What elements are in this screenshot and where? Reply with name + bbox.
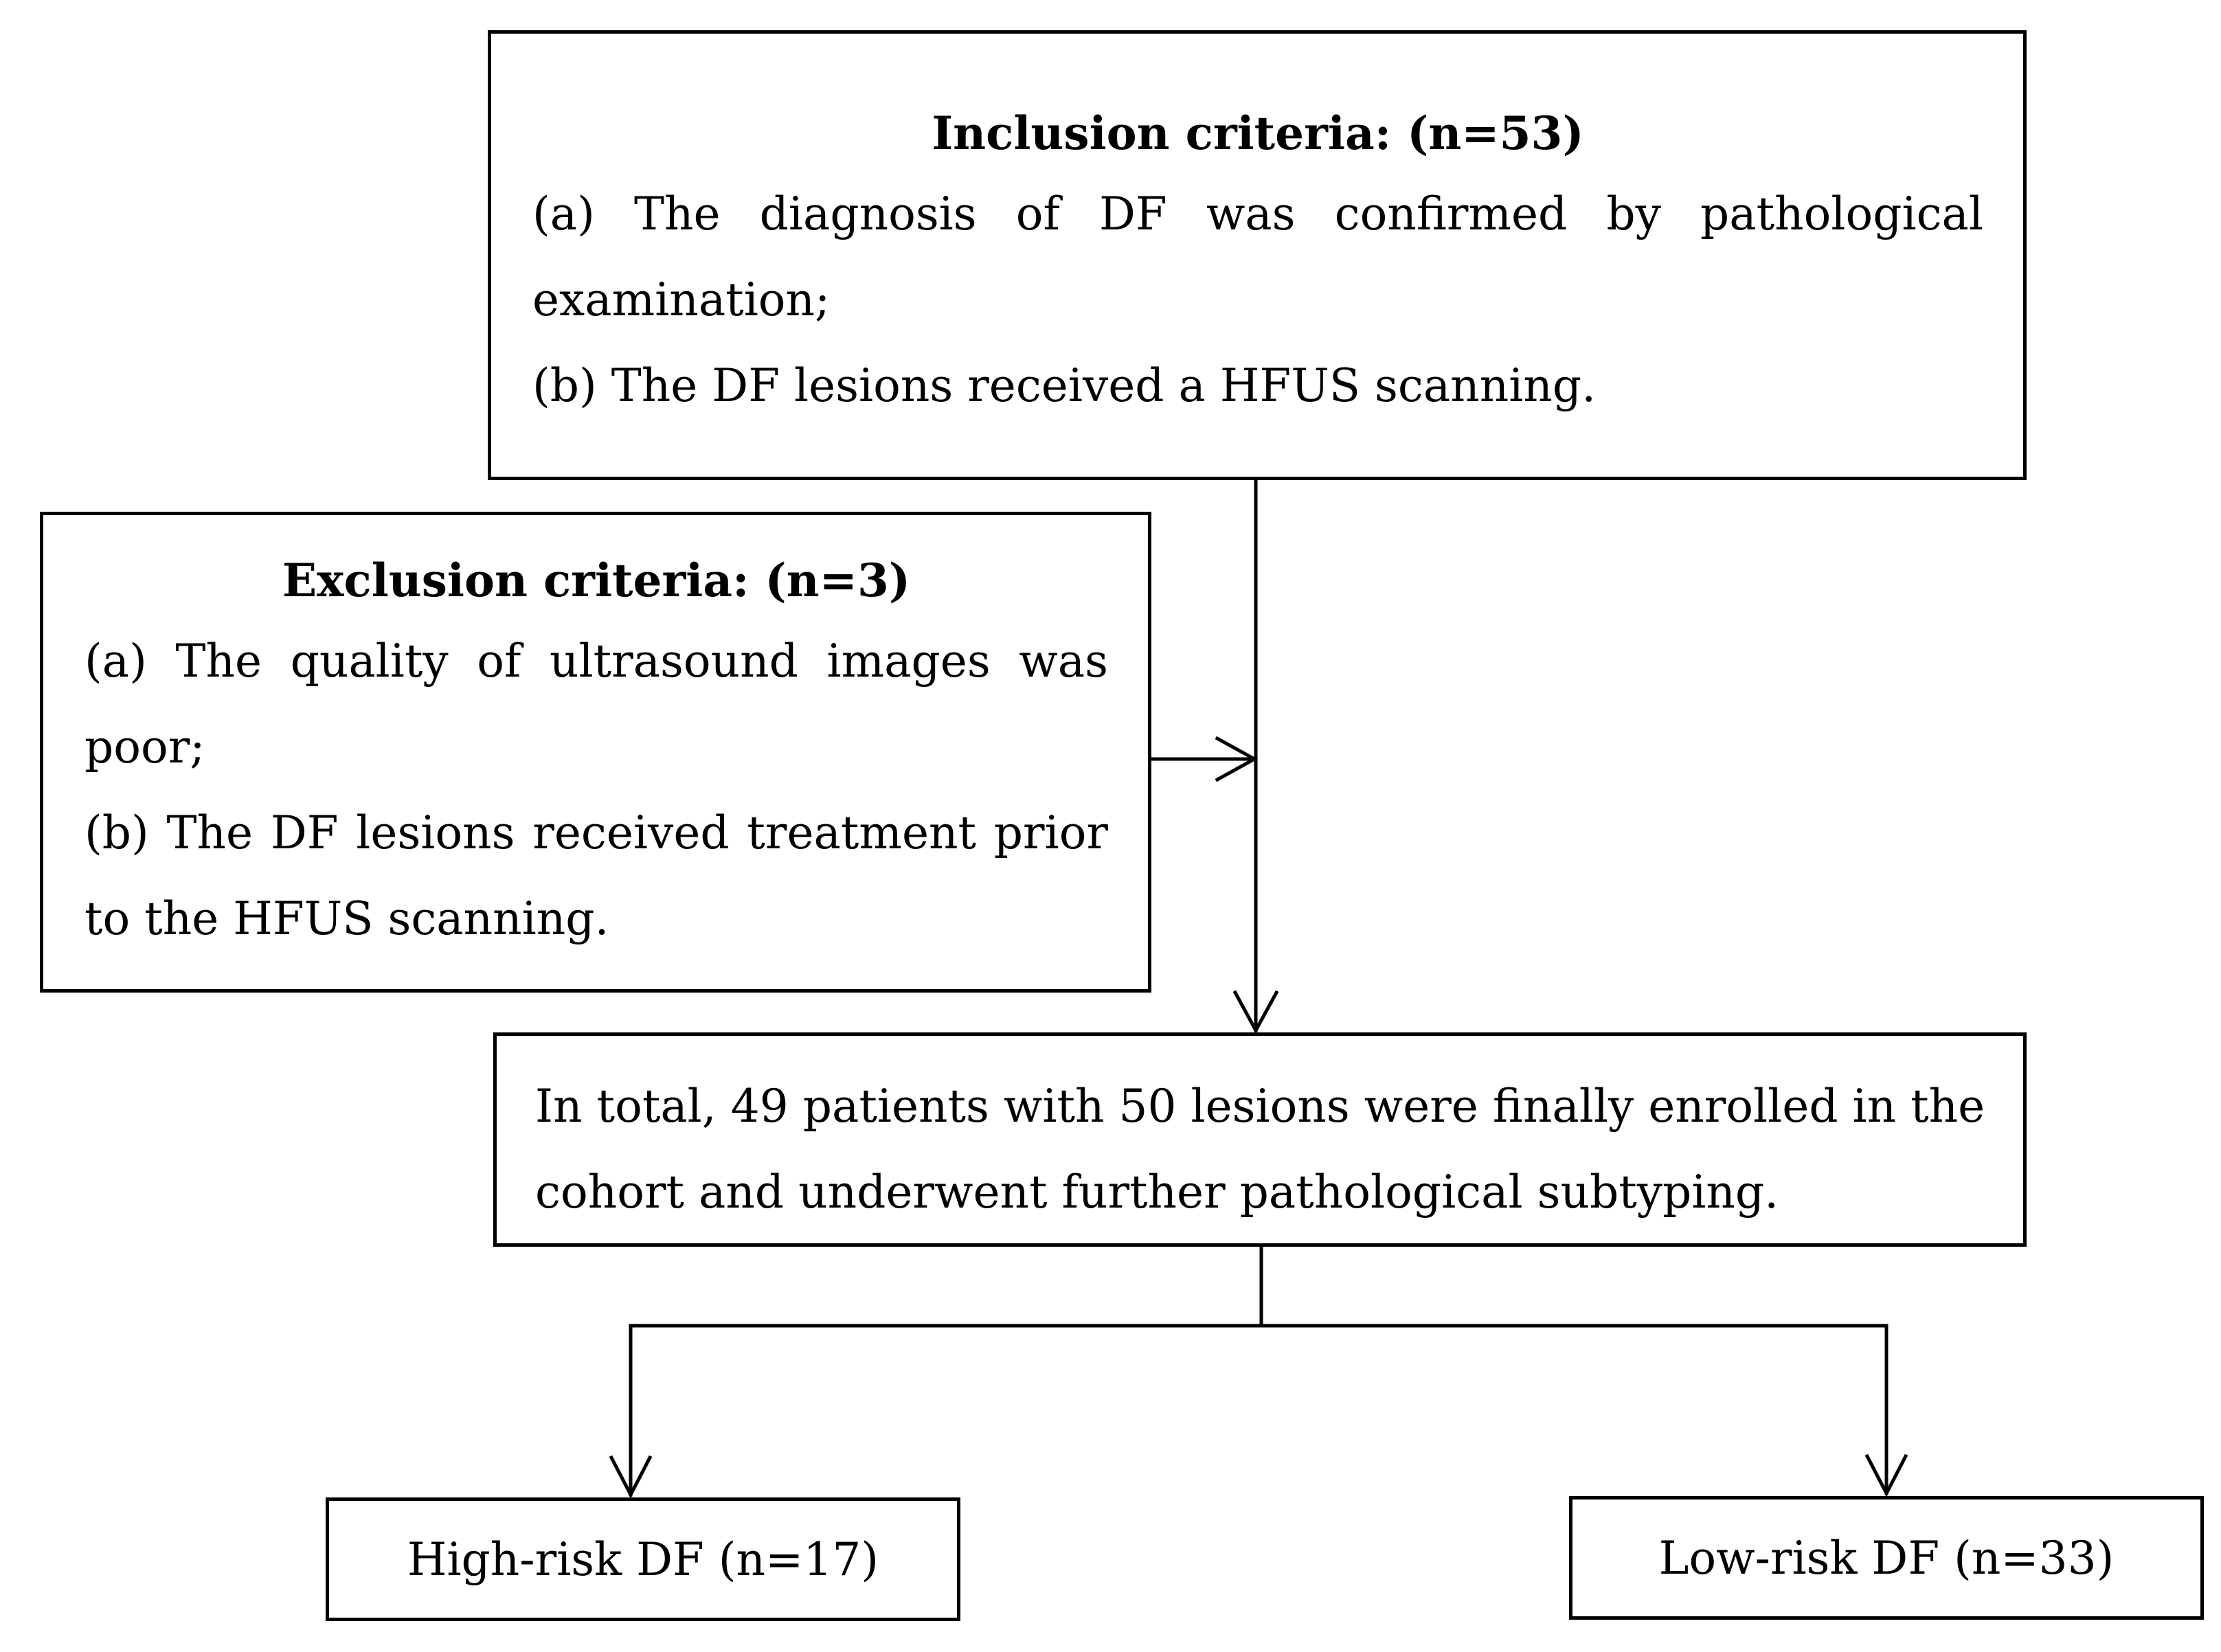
inclusion-criterion-b: (b) The DF lesions received a HFUS scann…	[532, 359, 1597, 412]
inclusion-criterion-a-line1: (a) The diagnosis of DF was confirmed by…	[532, 188, 1983, 240]
inclusion-heading: Inclusion criteria: (n=53)	[932, 106, 1584, 160]
low-risk-arrowhead	[1864, 1453, 1908, 1497]
enrolled-cohort-box: In total, 49 patients with 50 lesions we…	[493, 1032, 2027, 1247]
exclusion-criteria-box: Exclusion criteria: (n=3) (a) The qualit…	[40, 512, 1151, 993]
exclusion-criterion-a-line1: (a) The quality of ultrasound images was	[84, 635, 1108, 688]
enrolled-cohort-line1: In total, 49 patients with 50 lesions we…	[535, 1080, 1985, 1133]
enrolled-cohort-line2: cohort and underwent further pathologica…	[535, 1166, 1779, 1219]
high-risk-label: High-risk DF (n=17)	[407, 1532, 879, 1586]
exclusion-arrowhead	[1215, 736, 1259, 782]
exclusion-criterion-b-line2: to the HFUS scanning.	[84, 892, 609, 945]
high-risk-box: High-risk DF (n=17)	[326, 1497, 960, 1621]
low-risk-label: Low-risk DF (n=33)	[1658, 1531, 2115, 1585]
exclusion-criterion-b-line1: (b) The DF lesions received treatment pr…	[84, 806, 1108, 859]
low-risk-box: Low-risk DF (n=33)	[1569, 1496, 2204, 1620]
exclusion-heading: Exclusion criteria: (n=3)	[282, 554, 911, 607]
inclusion-criteria-box: Inclusion criteria: (n=53) (a) The diagn…	[488, 30, 2027, 480]
exclusion-criterion-a-line2: poor;	[84, 721, 205, 773]
main-flow-arrowhead	[1232, 990, 1279, 1034]
high-risk-arrowhead	[609, 1455, 653, 1499]
inclusion-criterion-a-line2: examination;	[532, 273, 831, 326]
